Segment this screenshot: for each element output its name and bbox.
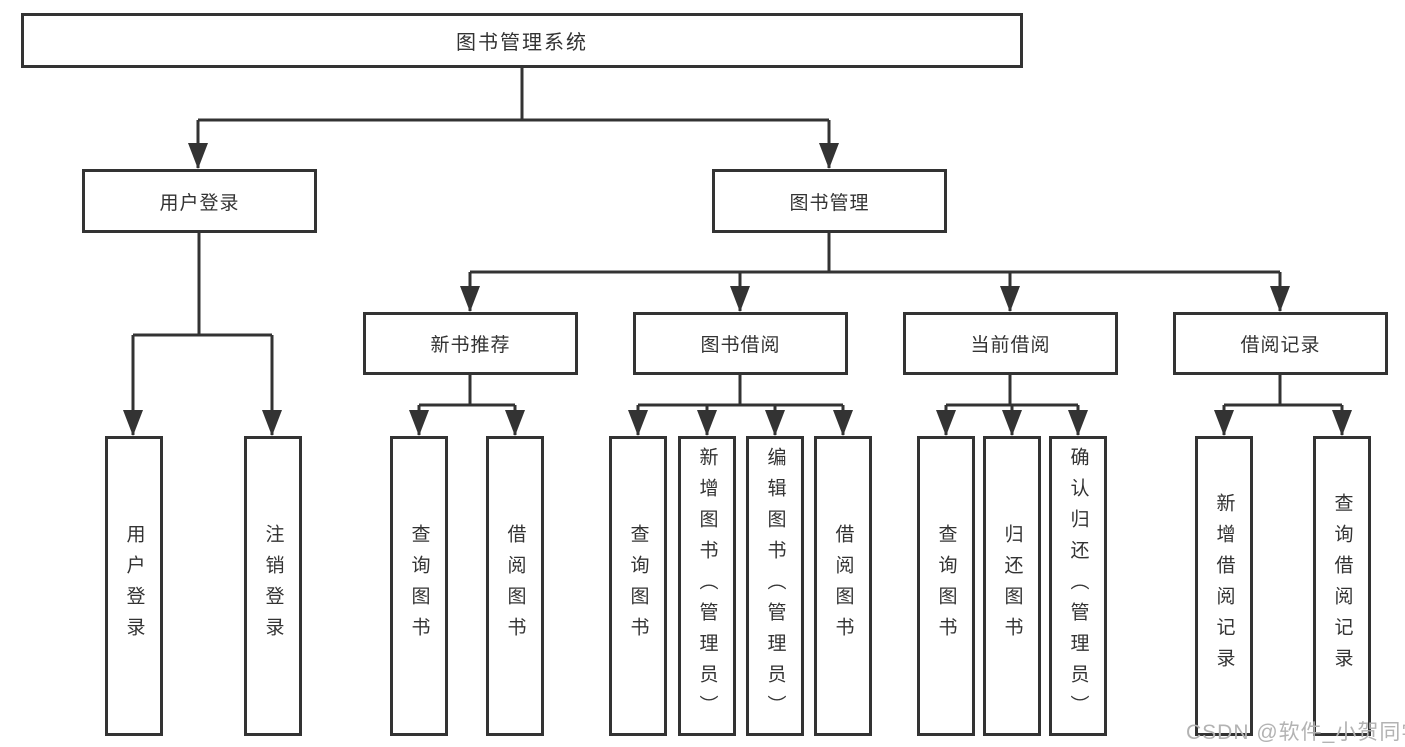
leaf-label: 确认归还（管理员） [1067, 446, 1089, 726]
node-label: 当前借阅 [970, 335, 1051, 356]
leaf-query-books-2: 查询图书 [609, 436, 667, 736]
leaf-confirm-return-admin: 确认归还（管理员） [1049, 436, 1107, 736]
leaf-add-borrow-record: 新增借阅记录 [1195, 436, 1253, 736]
node-book-management: 图书管理 [712, 169, 947, 233]
leaf-label: 新增借阅记录 [1213, 493, 1235, 679]
leaf-label: 编辑图书（管理员） [764, 446, 786, 726]
leaf-query-books-1: 查询图书 [390, 436, 448, 736]
leaf-add-books-admin: 新增图书（管理员） [678, 436, 736, 736]
leaf-return-books: 归还图书 [983, 436, 1041, 736]
node-root-system: 图书管理系统 [21, 13, 1023, 68]
leaf-label: 查询图书 [935, 524, 957, 648]
leaf-label: 借阅图书 [832, 524, 854, 648]
leaf-logout: 注销登录 [244, 436, 302, 736]
node-new-book-recommend: 新书推荐 [363, 312, 578, 375]
leaf-label: 用户登录 [123, 524, 145, 648]
leaf-borrow-books-1: 借阅图书 [486, 436, 544, 736]
leaf-query-borrow-record: 查询借阅记录 [1313, 436, 1371, 736]
csdn-watermark: CSDN @软件_小贺同学 [1186, 721, 1405, 744]
leaf-user-login: 用户登录 [105, 436, 163, 736]
leaf-edit-books-admin: 编辑图书（管理员） [746, 436, 804, 736]
leaf-label: 注销登录 [262, 524, 284, 648]
node-label: 图书管理系统 [456, 32, 588, 54]
node-borrow-records: 借阅记录 [1173, 312, 1388, 375]
node-label: 新书推荐 [430, 335, 511, 356]
leaf-label: 新增图书（管理员） [696, 446, 718, 726]
leaf-borrow-books-2: 借阅图书 [814, 436, 872, 736]
leaf-query-books-3: 查询图书 [917, 436, 975, 736]
node-user-login: 用户登录 [82, 169, 317, 233]
node-current-borrow: 当前借阅 [903, 312, 1118, 375]
node-label: 图书管理 [789, 192, 870, 214]
leaf-label: 借阅图书 [504, 524, 526, 648]
node-label: 图书借阅 [700, 335, 781, 356]
leaf-label: 查询借阅记录 [1331, 493, 1353, 679]
node-book-borrow: 图书借阅 [633, 312, 848, 375]
node-label: 借阅记录 [1240, 335, 1321, 356]
leaf-label: 查询图书 [627, 524, 649, 648]
leaf-label: 归还图书 [1001, 524, 1023, 648]
leaf-label: 查询图书 [408, 524, 430, 648]
node-label: 用户登录 [159, 192, 240, 214]
